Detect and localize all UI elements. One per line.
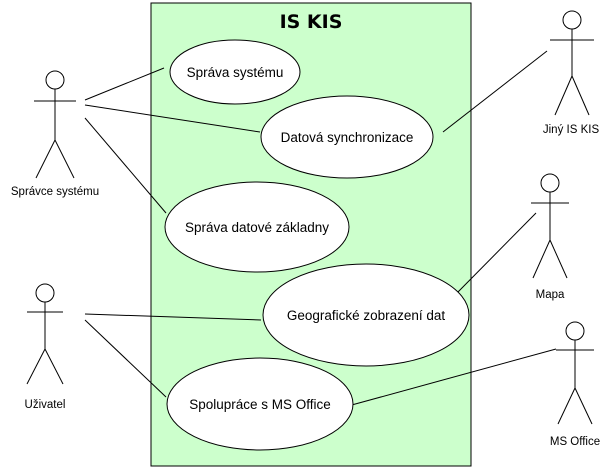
use-case-ms-office-coop: Spolupráce s MS Office (166, 357, 354, 451)
actor-ms-office-label: MS Office (550, 436, 600, 448)
use-case-data-sync: Datová synchronizace (260, 95, 434, 179)
actor-other-is-label: Jiný IS KIS (543, 124, 600, 136)
stick-figure-icon (34, 70, 76, 179)
system-title: IS KIS (280, 11, 343, 33)
association-user-geo-display (84, 313, 262, 321)
associations (84, 50, 557, 407)
association-admin-system-admin (84, 67, 165, 101)
use-case-geo-display-label: Geografické zobrazení dat (287, 308, 446, 323)
use-case-data-base-admin: Správa datové základny (164, 181, 350, 273)
use-case-data-sync-label: Datová synchronizace (281, 130, 414, 145)
use-case-system-admin: Správa systému (169, 39, 301, 105)
use-case-geo-display: Geografické zobrazení dat (262, 263, 470, 367)
stick-figure-icon (550, 10, 594, 116)
stick-figure-icon (531, 173, 569, 279)
actor-map: Mapa (531, 173, 569, 301)
actor-map-label: Mapa (536, 289, 565, 301)
actor-admin-label: Správce systému (11, 186, 99, 198)
association-other-is-data-sync (442, 50, 548, 133)
actor-user-label: Uživatel (25, 399, 66, 411)
use-case-data-base-admin-label: Správa datové základny (185, 220, 329, 235)
association-admin-data-sync (84, 104, 261, 133)
association-admin-data-base-admin (84, 117, 167, 214)
association-user-ms-office-coop (84, 319, 167, 398)
use-case-ms-office-coop-label: Spolupráce s MS Office (189, 397, 331, 412)
actor-user: Uživatel (25, 283, 66, 411)
stick-figure-icon (556, 321, 594, 425)
actor-ms-office: MS Office (550, 321, 600, 448)
actor-admin: Správce systému (11, 70, 99, 198)
actor-other-is: Jiný IS KIS (543, 10, 600, 136)
stick-figure-icon (26, 283, 64, 385)
use-case-system-admin-label: Správa systému (187, 65, 284, 80)
association-map-geo-display (455, 212, 537, 295)
association-ms-office-ms-office-coop (347, 348, 557, 407)
